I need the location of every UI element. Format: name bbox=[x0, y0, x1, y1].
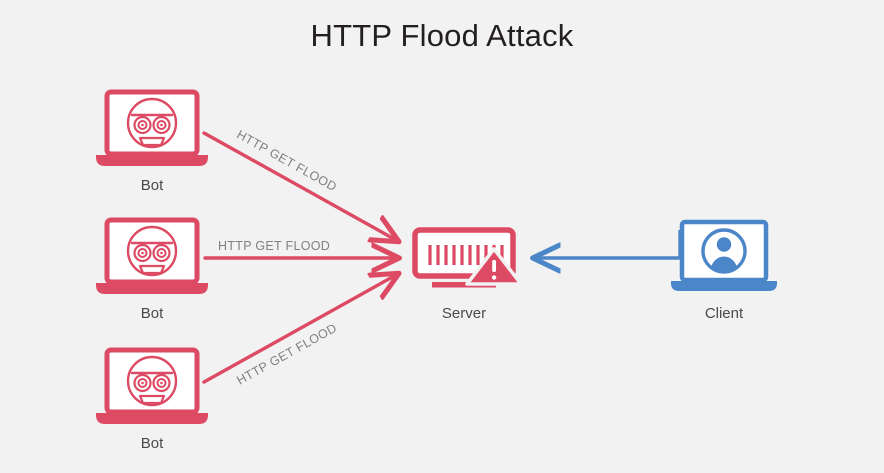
page-title: HTTP Flood Attack bbox=[310, 18, 574, 53]
laptop-bot-icon bbox=[96, 92, 208, 166]
node-bot-1[interactable]: Bot bbox=[96, 92, 208, 194]
node-label-bot-1: Bot bbox=[141, 177, 164, 194]
node-label-client: Client bbox=[705, 305, 744, 322]
edge-label-flood-2: HTTP GET FLOOD bbox=[218, 239, 330, 253]
node-server[interactable]: Server bbox=[415, 230, 521, 322]
node-bot-3[interactable]: Bot bbox=[96, 350, 208, 452]
node-label-bot-2: Bot bbox=[141, 305, 164, 322]
edge-label-flood-1: HTTP GET FLOOD bbox=[234, 127, 339, 194]
node-bot-2[interactable]: Bot bbox=[96, 220, 208, 322]
laptop-bot-icon bbox=[96, 350, 208, 424]
edge-client-server bbox=[536, 230, 682, 258]
laptop-user-icon bbox=[671, 222, 777, 291]
edge-label-flood-3: HTTP GET FLOOD bbox=[234, 321, 339, 388]
node-label-server: Server bbox=[442, 305, 486, 322]
laptop-bot-icon bbox=[96, 220, 208, 294]
node-client[interactable]: Client bbox=[671, 222, 777, 322]
server-warning-icon bbox=[415, 230, 521, 288]
node-label-bot-3: Bot bbox=[141, 435, 164, 452]
edge-bot1-server: HTTP GET FLOOD bbox=[202, 127, 396, 240]
edge-bot3-server: HTTP GET FLOOD bbox=[202, 275, 396, 388]
edge-bot2-server: HTTP GET FLOOD bbox=[203, 239, 396, 258]
